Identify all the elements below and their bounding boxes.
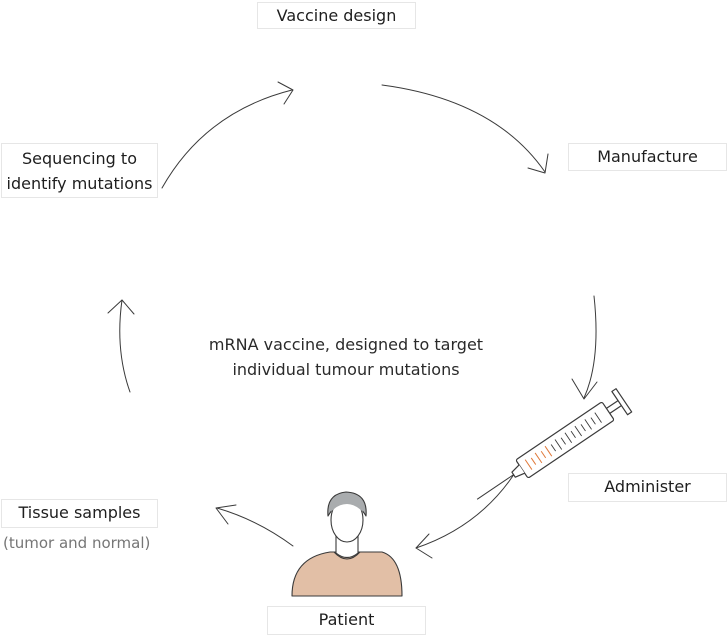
step-patient: Patient [267,606,426,635]
step-tissue-samples: Tissue samples [1,499,158,528]
center-caption: mRNA vaccine, designed to target individ… [196,332,496,382]
step-vaccine-design-label: Vaccine design [276,6,397,25]
arrow-manufacture-to-administer [571,295,598,400]
step-sequencing-label-line2: identify mutations [6,174,153,193]
arrow-tissue-to-sequencing [107,299,135,393]
step-administer-label: Administer [604,477,691,496]
step-vaccine-design: Vaccine design [257,2,416,29]
step-tissue-samples-label: Tissue samples [18,503,141,522]
arrow-sequencing-to-design [161,81,294,189]
step-administer: Administer [568,473,727,502]
center-caption-line2: individual tumour mutations [232,360,460,379]
patient-icon [291,491,403,597]
arrow-patient-to-tissue [215,504,294,547]
syringe-icon [476,388,633,500]
step-patient-label: Patient [318,610,375,629]
center-caption-line1: mRNA vaccine, designed to target [208,335,484,354]
arrow-design-to-manufacture [381,84,549,174]
step-tissue-samples-sublabel: (tumor and normal) [3,534,151,552]
step-sequencing-label-line1: Sequencing to [22,149,137,168]
step-sequencing: Sequencing to identify mutations [1,143,158,198]
step-manufacture: Manufacture [568,143,727,171]
step-manufacture-label: Manufacture [597,147,698,166]
arrow-administer-to-patient [415,464,521,559]
